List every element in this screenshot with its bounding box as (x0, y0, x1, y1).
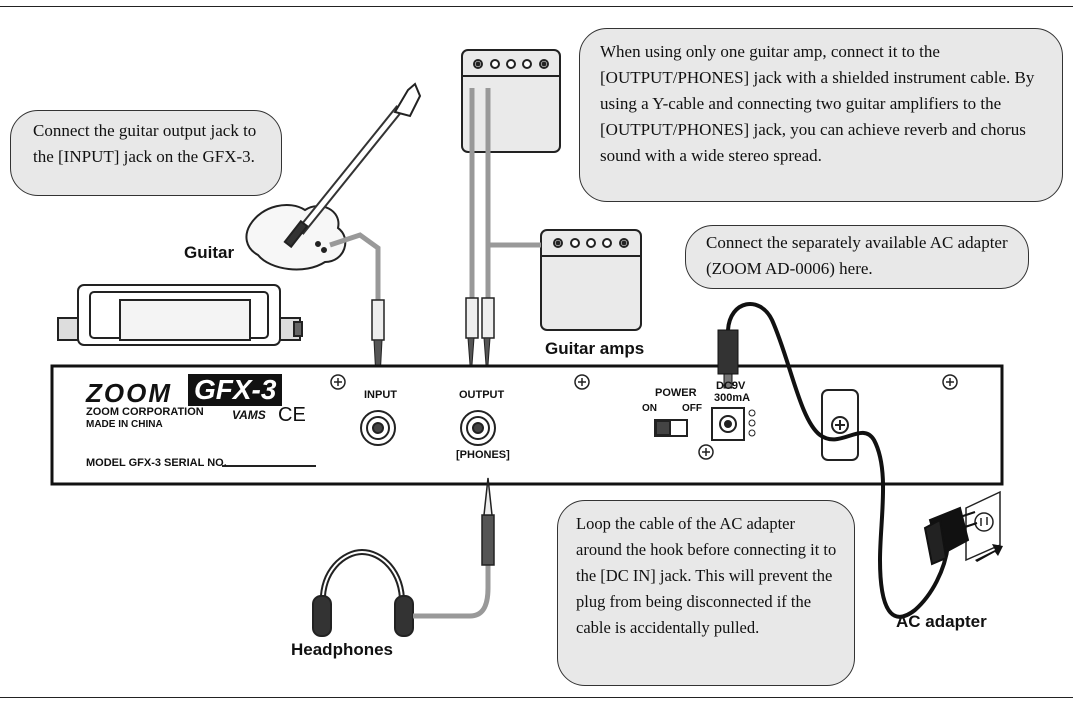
zoom-logo: ZOOM (86, 378, 172, 408)
amp-output-callout-text: When using only one guitar amp, connect … (600, 42, 1035, 165)
serial-label: SERIAL NO. (164, 457, 227, 469)
ac-adapter-callout-text: Connect the separately available AC adap… (706, 233, 1008, 278)
power-on-label: ON (642, 403, 657, 414)
guitar-amps-label: Guitar amps (545, 339, 645, 358)
polarity-icon (748, 409, 756, 437)
model-text: MODEL GFX-3 (86, 457, 161, 469)
made-in-text: MADE IN CHINA (86, 419, 163, 430)
input-jack-icon (360, 410, 396, 446)
corporation-text: ZOOM CORPORATION (86, 406, 204, 418)
dc-label: DC9V (716, 380, 746, 392)
ma-label: 300mA (714, 392, 751, 404)
ac-adapter-callout: Connect the separately available AC adap… (685, 225, 1029, 289)
top-rule (0, 6, 1073, 7)
gfx3-logo: GFX-3 (188, 374, 283, 406)
expression-pedal-icon (57, 284, 303, 346)
wall-outlet-icon (965, 490, 1001, 562)
cable-hook-icon (821, 389, 859, 461)
cable-hook-callout: Loop the cable of the AC adapter around … (557, 500, 855, 686)
input-label: INPUT (364, 389, 397, 401)
headphones-cable (413, 565, 491, 619)
guitar-cable (329, 232, 381, 300)
guitar-label: Guitar (184, 243, 235, 262)
phones-plug-icon (481, 514, 495, 566)
guitar-amp-2-icon (540, 229, 642, 331)
input-plug-icon (371, 299, 385, 341)
ce-mark: CE (278, 404, 306, 426)
ac-adapter-cable (726, 302, 950, 619)
output-jack-icon (460, 410, 496, 446)
guitar-amp-1-icon (461, 49, 561, 153)
screw-icons (330, 374, 958, 460)
dc-in-jack-icon (711, 407, 745, 441)
guitar-input-callout-text: Connect the guitar output jack to the [I… (33, 121, 257, 166)
plug-in-arrow-icon (975, 544, 1003, 562)
cable-hook-callout-text: Loop the cable of the AC adapter around … (576, 514, 837, 637)
ac-adapter-label: AC adapter (896, 612, 987, 631)
amp-output-callout: When using only one guitar amp, connect … (579, 28, 1063, 202)
dc-plug-icon (717, 329, 739, 375)
vams-text: VAMS (232, 408, 266, 422)
headphones-label: Headphones (291, 640, 394, 659)
guitar-input-callout: Connect the guitar output jack to the [I… (10, 110, 282, 196)
bottom-rule (0, 697, 1073, 698)
ac-adapter-icon (923, 506, 978, 566)
headphones-icon (312, 548, 414, 637)
power-switch-icon (654, 419, 688, 437)
output-plug-1-icon (465, 297, 479, 339)
guitar-icon (245, 82, 422, 271)
power-off-label: OFF (682, 403, 702, 414)
output-label: OUTPUT (459, 389, 505, 401)
phones-label: [PHONES] (456, 449, 510, 461)
output-plug-2-icon (481, 297, 495, 339)
power-label: POWER (655, 387, 697, 399)
